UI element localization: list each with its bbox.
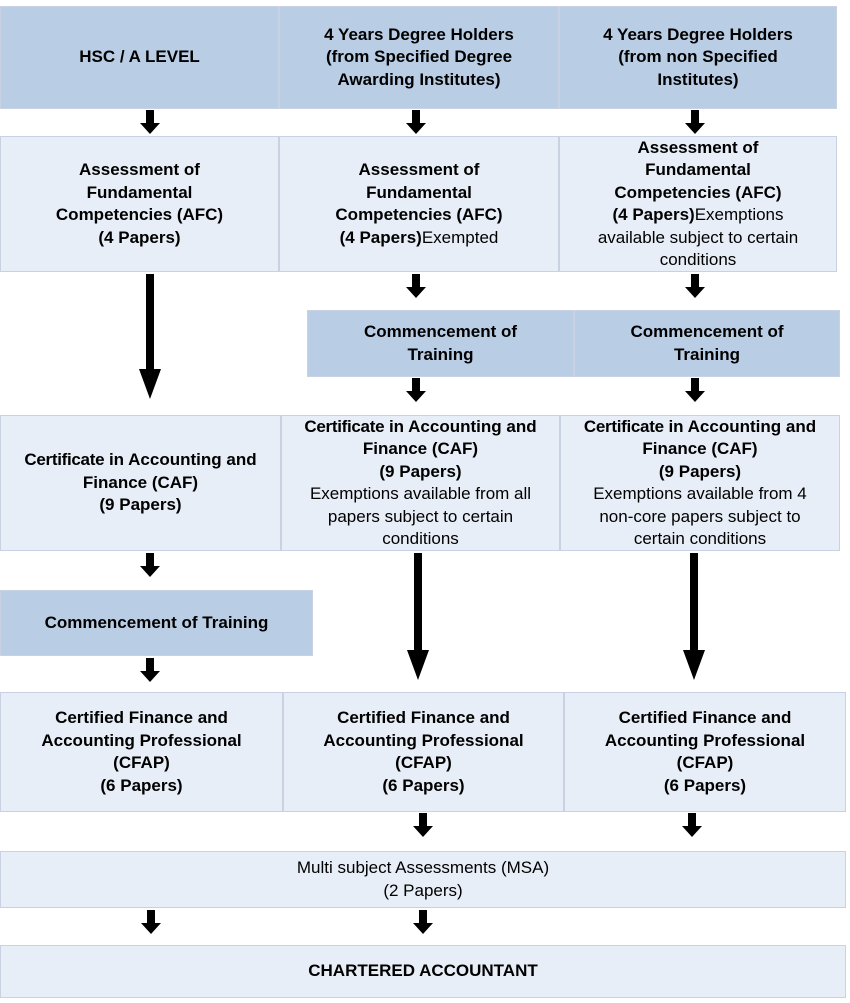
caf-note-line: non-core papers subject to: [599, 506, 801, 526]
chartered-accountant-box: CHARTERED ACCOUNTANT: [0, 945, 846, 998]
caf-note-line: conditions: [382, 529, 459, 548]
training-line: Commencement of: [363, 322, 518, 341]
arrow-down-icon: [413, 910, 433, 934]
caf-note-line: papers subject to certain: [327, 506, 514, 526]
arrow-down-icon: [685, 378, 705, 402]
arrow-down-icon: [140, 110, 160, 134]
arrow-down-icon: [140, 553, 160, 577]
training-col1: Commencement of Training: [0, 590, 313, 656]
arrow-down-icon: [413, 813, 433, 837]
training-label: Commencement of Training: [44, 612, 269, 632]
afc-exemptions-note: Exemptions: [694, 205, 784, 224]
afc-line: Fundamental: [86, 182, 193, 202]
afc-note-line: conditions: [659, 250, 737, 269]
cfap-col3: Certified Finance and Accounting Profess…: [564, 692, 846, 812]
arrow-down-icon: [406, 378, 426, 402]
afc-line: Competencies (AFC): [335, 205, 503, 224]
cfap-papers: (6 Papers): [663, 775, 747, 795]
afc-papers-line: (4 Papers)Exempted: [340, 227, 499, 250]
caf-line: Finance (CAF): [642, 439, 758, 458]
arrow-down-icon: [406, 274, 426, 298]
caf-title-line: Certificate in Accounting and: [584, 416, 816, 439]
chartered-accountant-label: CHARTERED ACCOUNTANT: [308, 961, 538, 981]
arrow-down-long-icon: [139, 274, 161, 399]
caf-note-line: certain conditions: [633, 529, 767, 548]
arrow-down-icon: [141, 910, 161, 934]
caf-papers: (9 Papers): [658, 461, 742, 481]
afc-col2: Assessment of Fundamental Competencies (…: [279, 136, 559, 272]
afc-exempted-note: Exempted: [421, 227, 499, 247]
training-line: Commencement of: [630, 322, 784, 341]
cfap-line: Accounting Professional: [323, 730, 524, 750]
caf-title-rest: in Accounting and: [104, 450, 257, 470]
caf-papers: (9 Papers): [379, 461, 462, 481]
cfap-papers: (6 Papers): [100, 775, 183, 795]
caf-col3: Certificate in Accounting and Finance (C…: [560, 415, 840, 551]
training-line: Training: [407, 344, 474, 364]
afc-line: Fundamental: [366, 182, 472, 202]
afc-papers: (4 Papers): [612, 205, 695, 224]
caf-note-line: Exemptions available from all: [309, 484, 532, 503]
afc-line: Competencies (AFC): [614, 182, 782, 202]
afc-line: Assessment of: [358, 160, 480, 179]
afc-note-line: available subject to certain: [597, 227, 799, 247]
cfap-papers: (6 Papers): [382, 775, 465, 795]
header-line: Awarding Institutes): [337, 69, 501, 89]
afc-papers: (4 Papers): [98, 227, 181, 247]
header-line: 4 Years Degree Holders: [324, 24, 514, 44]
afc-papers: (4 Papers): [339, 227, 422, 247]
arrow-down-long-icon: [407, 553, 429, 680]
caf-cert-word: Certificate: [24, 450, 105, 470]
afc-col1: Assessment of Fundamental Competencies (…: [0, 136, 279, 272]
msa-papers: (2 Papers): [383, 880, 463, 900]
header-line: (from Specified Degree: [325, 47, 513, 67]
training-line: Training: [673, 344, 741, 364]
arrow-down-icon: [406, 110, 426, 134]
afc-line: Assessment of: [79, 160, 200, 179]
caf-title-line: Certificate in Accounting and: [304, 416, 536, 439]
caf-papers: (9 Papers): [99, 495, 182, 515]
header-nonspecified-degree: 4 Years Degree Holders (from non Specifi…: [559, 6, 837, 109]
cfap-col2: Certified Finance and Accounting Profess…: [283, 692, 564, 812]
caf-cert-word: Certificate: [583, 416, 664, 436]
cfap-line: Accounting Professional: [604, 730, 806, 750]
caf-col1: Certificate in Accounting and Finance (C…: [0, 415, 281, 551]
training-col2: Commencement of Training: [307, 310, 574, 377]
cfap-col1: Certified Finance and Accounting Profess…: [0, 692, 283, 812]
cfap-line: (CFAP): [395, 753, 452, 772]
header-hsc-label: HSC / A LEVEL: [79, 47, 200, 67]
arrow-down-icon: [685, 110, 705, 134]
afc-line: Competencies (AFC): [55, 205, 224, 224]
afc-papers-line: (4 Papers)Exemptions: [612, 204, 783, 227]
cfap-line: Certified Finance and: [618, 708, 792, 727]
header-line: 4 Years Degree Holders: [603, 24, 793, 44]
caf-note-line: Exemptions available from 4: [593, 484, 807, 503]
header-specified-degree: 4 Years Degree Holders (from Specified D…: [279, 6, 559, 109]
msa-line: Multi subject Assessments (MSA): [296, 858, 550, 877]
caf-title-line: Certificate in Accounting and: [24, 449, 256, 472]
afc-line: Fundamental: [645, 160, 751, 179]
afc-col3: Assessment of Fundamental Competencies (…: [559, 136, 837, 272]
arrow-down-icon: [682, 813, 702, 837]
arrow-down-icon: [140, 658, 160, 682]
afc-line: Assessment of: [637, 137, 759, 157]
caf-line: Finance (CAF): [82, 472, 199, 492]
cfap-line: (CFAP): [113, 753, 170, 772]
cfap-line: Certified Finance and: [337, 708, 510, 727]
caf-title-rest: in Accounting and: [384, 416, 537, 436]
caf-col2: Certificate in Accounting and Finance (C…: [281, 415, 560, 551]
msa-box: Multi subject Assessments (MSA) (2 Paper…: [0, 851, 846, 908]
cfap-line: (CFAP): [676, 753, 734, 772]
header-line: Institutes): [657, 69, 739, 89]
cfap-line: Accounting Professional: [41, 730, 242, 750]
caf-line: Finance (CAF): [362, 439, 479, 458]
arrow-down-long-icon: [683, 553, 705, 680]
caf-title-rest: in Accounting and: [663, 416, 817, 436]
header-line: (from non Specified: [618, 47, 778, 67]
header-hsc: HSC / A LEVEL: [0, 6, 279, 109]
cfap-line: Certified Finance and: [55, 708, 228, 727]
training-col3: Commencement of Training: [574, 310, 840, 377]
caf-cert-word: Certificate: [304, 416, 385, 436]
arrow-down-icon: [685, 274, 705, 298]
